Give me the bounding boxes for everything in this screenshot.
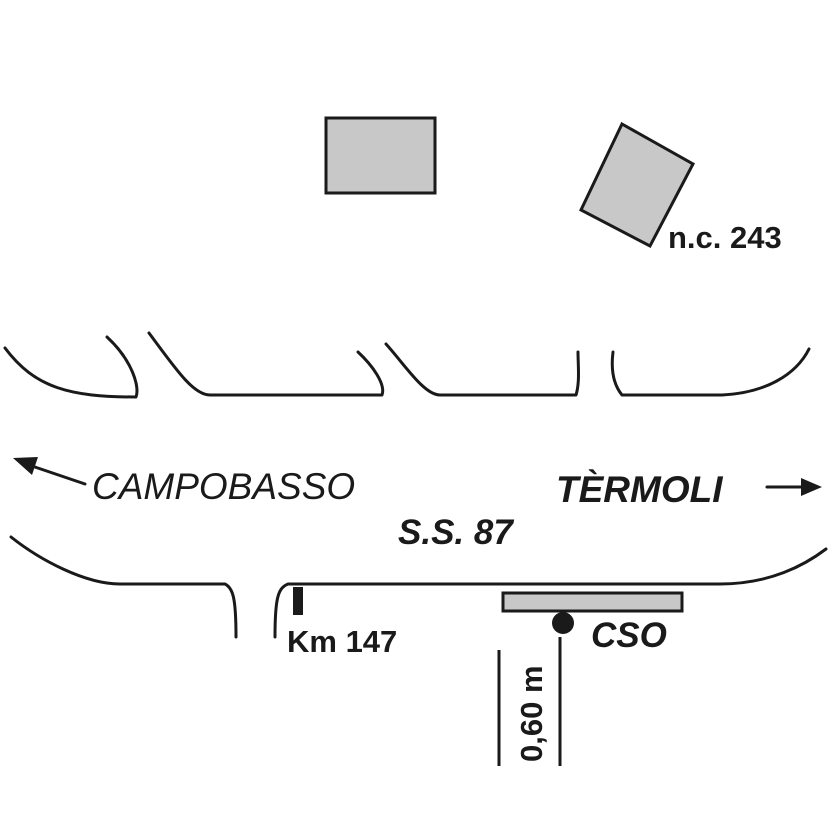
south-edge-segment-2 [273,547,828,639]
north-edge-segment-1 [3,335,139,399]
label-campobasso: CAMPOBASSO [92,466,355,507]
station-dot-icon [552,612,574,634]
building-left [324,116,437,195]
label-building-number: n.c. 243 [668,220,782,255]
north-edge-segment-2 [147,331,385,397]
label-termoli: TÈRMOLI [556,469,723,510]
label-station: CSO [591,616,667,655]
km-post-icon [293,587,303,615]
label-km-marker: Km 147 [287,624,397,659]
label-road-name: S.S. 87 [398,513,514,552]
north-road-edge [3,331,811,399]
south-road-edge [9,535,828,639]
arrow-right-icon [765,478,822,496]
label-distance: 0,60 m [514,665,549,762]
north-edge-segment-4 [610,347,811,397]
station-bar [501,591,684,613]
north-edge-segment-3 [384,342,580,397]
arrow-left-icon [13,457,87,486]
south-edge-segment-1 [9,535,238,639]
building-nc-243 [579,121,696,249]
